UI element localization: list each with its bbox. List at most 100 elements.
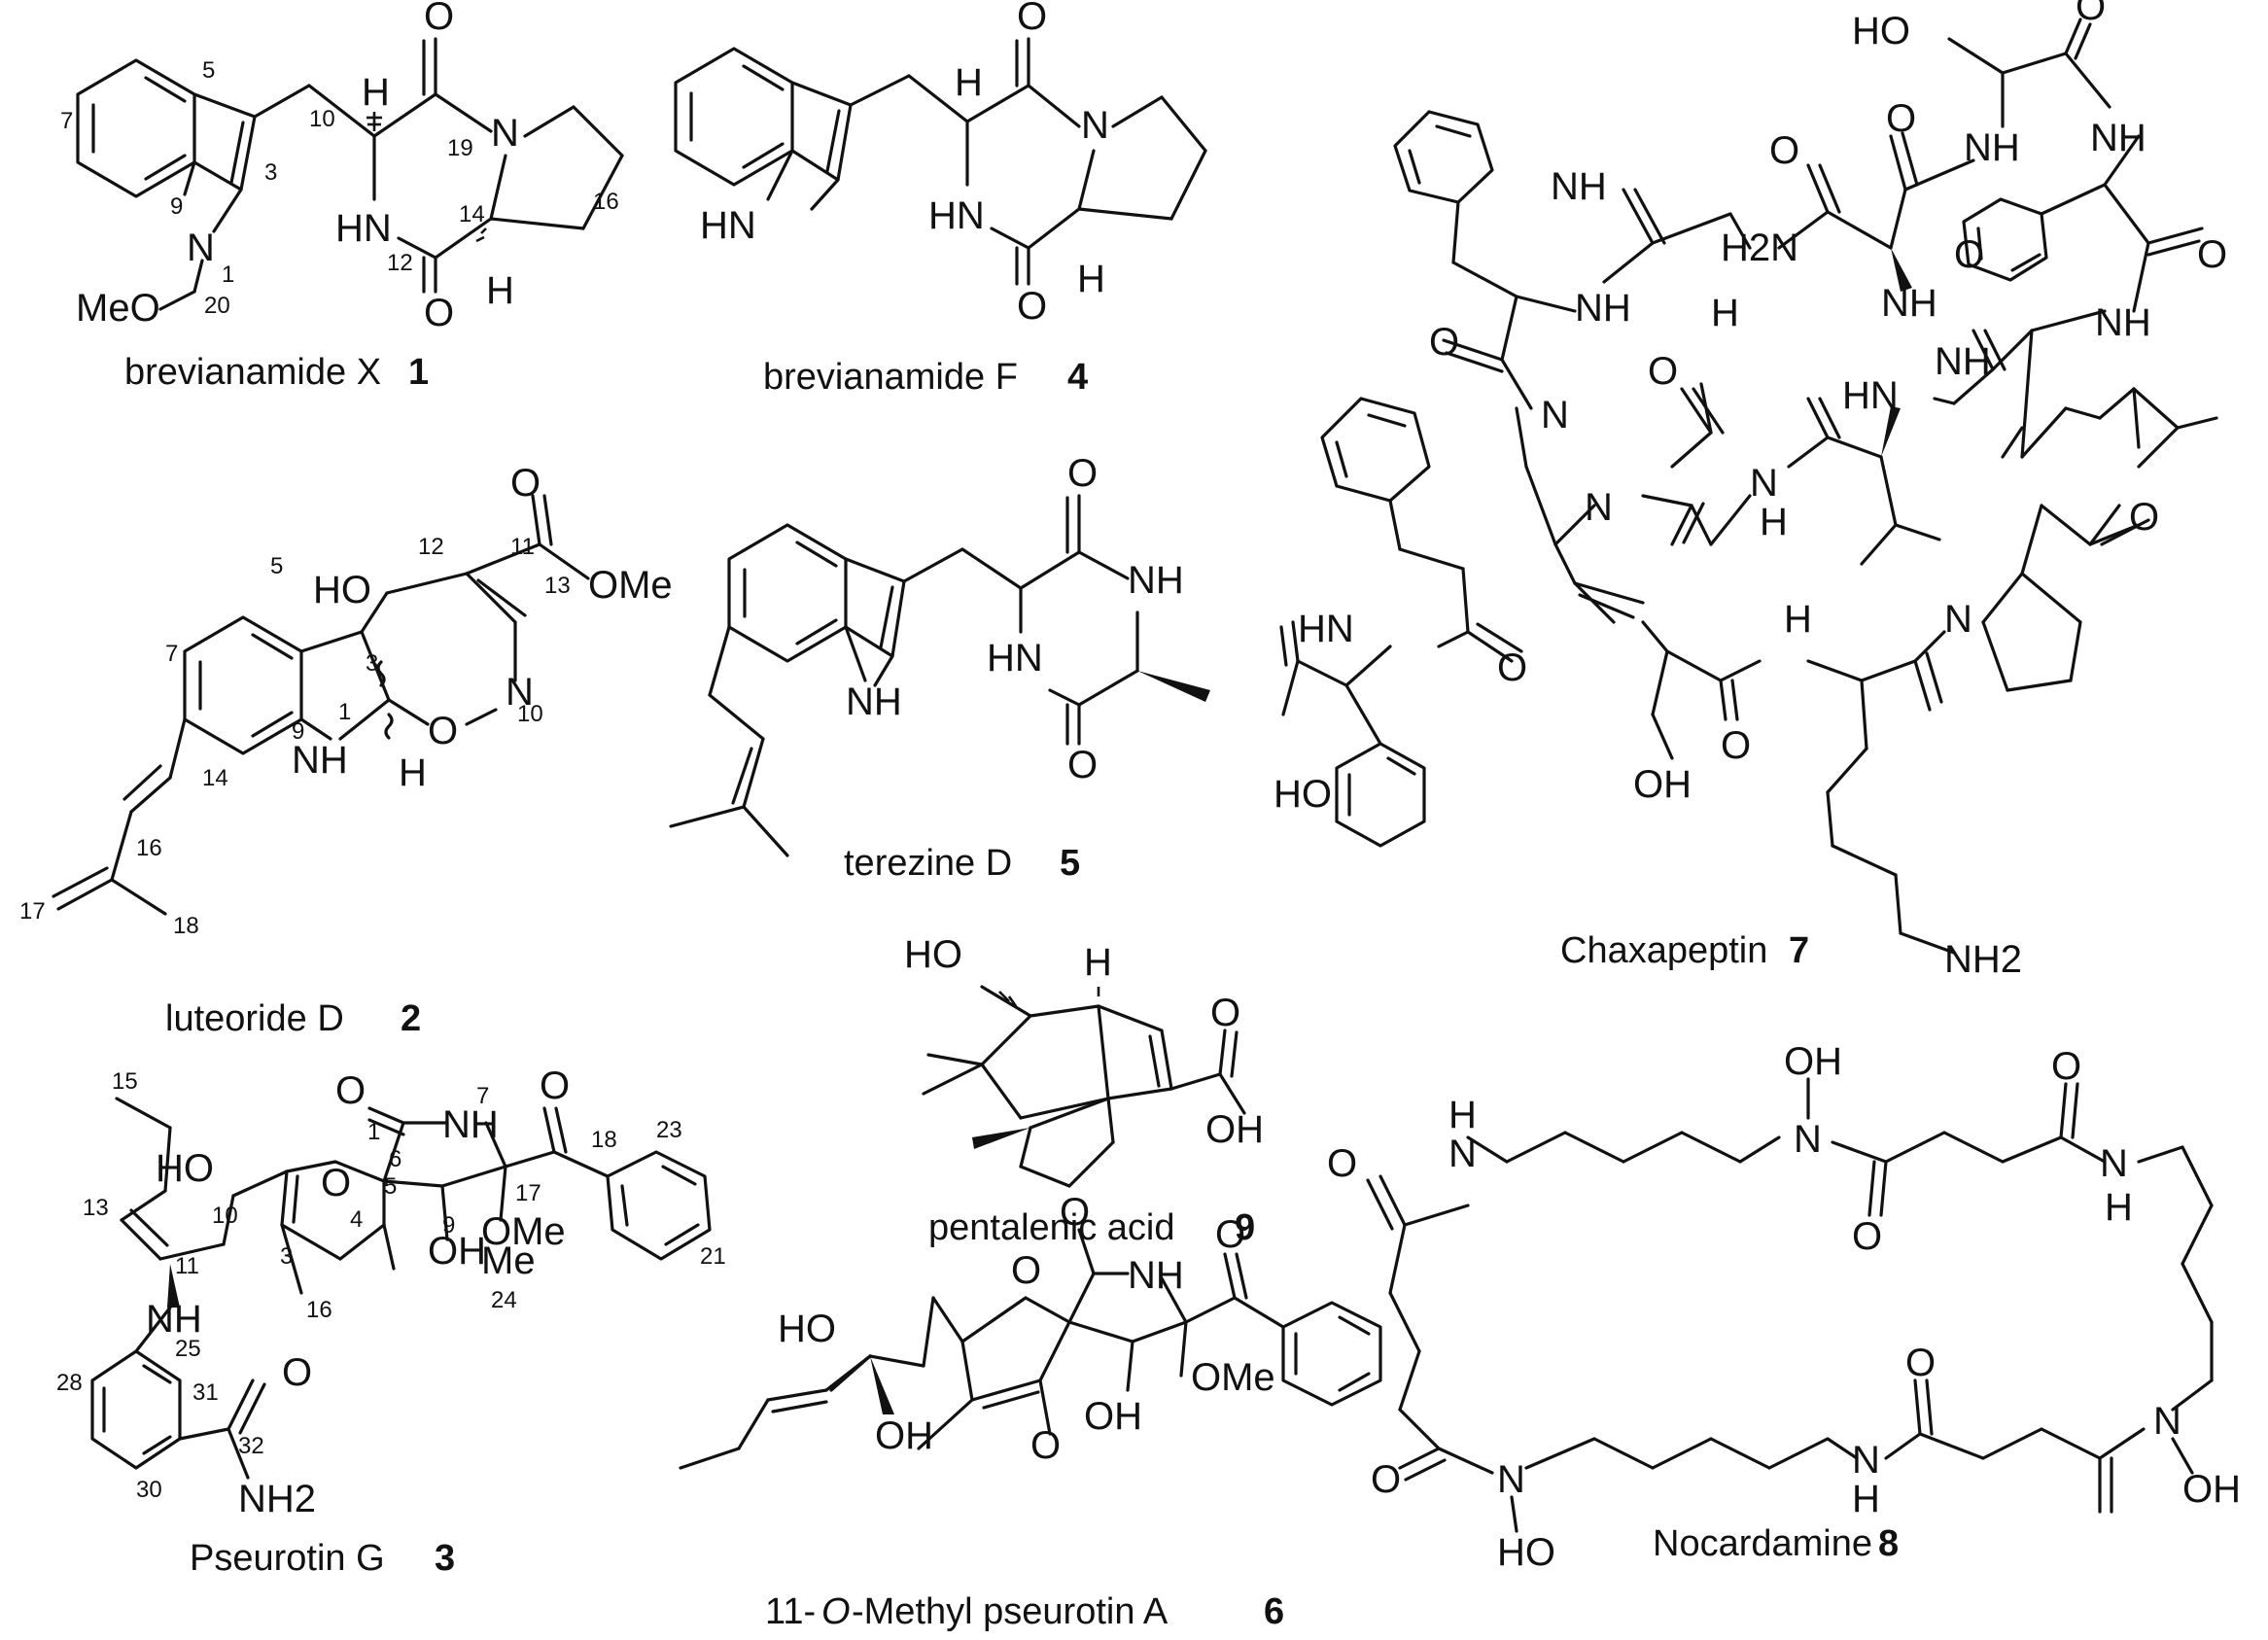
atom-label: HO <box>1497 1531 1555 1574</box>
atom-label: Me <box>481 1239 536 1282</box>
atom-label: HO <box>156 1147 214 1190</box>
locant: 5 <box>202 57 215 84</box>
locant: 10 <box>517 701 543 727</box>
atom-label: N <box>1585 486 1613 529</box>
compound-number: 8 <box>1878 1523 1899 1564</box>
locant: 14 <box>202 765 228 791</box>
atom-label: H <box>486 269 514 312</box>
locant: 12 <box>387 250 413 276</box>
compound-number: 4 <box>1067 357 1088 398</box>
atom-label: O <box>1210 992 1240 1034</box>
structure-pseurotin-g: HO O NH O O OH OMe Me NH O NH2 15 13 10 … <box>56 1064 726 1579</box>
locant: 7 <box>476 1083 489 1109</box>
atom-label: NH <box>2095 301 2151 344</box>
compound-caption-italic: O <box>821 1591 851 1632</box>
atom-label: O <box>1030 1424 1061 1467</box>
locant: 18 <box>173 913 199 939</box>
atom-label: NH <box>1551 165 1607 208</box>
structure-brevianamide-x: H O N O HN N MeO H 5 7 10 3 9 1 20 19 16… <box>60 0 624 393</box>
atom-label: H <box>1077 258 1105 300</box>
locant: 23 <box>656 1117 682 1143</box>
atom-label: O <box>1011 1249 1041 1292</box>
atom-label: NH <box>442 1103 499 1146</box>
locant: 7 <box>60 108 73 134</box>
locant: 11 <box>175 1253 199 1279</box>
atom-label: O <box>1769 129 1799 172</box>
atom-label: HN <box>1842 374 1899 417</box>
atom-label: NH <box>1128 559 1184 602</box>
atom-label: NH <box>846 680 902 723</box>
compound-caption-name: pentalenic acid <box>928 1207 1175 1248</box>
atom-label: HN <box>928 194 985 237</box>
structure-terezine-d: O NH HN O NH terezine D 5 <box>669 452 1210 884</box>
atom-label: N <box>491 112 519 155</box>
atom-label: N <box>1750 462 1778 505</box>
atom-label: H <box>1760 501 1788 543</box>
locant: 10 <box>212 1203 238 1229</box>
atom-label: O <box>1060 1191 1090 1234</box>
locant: 16 <box>306 1297 332 1323</box>
structure-chaxapeptin: HO O NH NH O O NH H2N NH O NH HN O NH H … <box>1274 0 2227 981</box>
compound-caption-name: brevianamide X <box>124 352 381 393</box>
atom-label: OMe <box>588 564 673 607</box>
locant: 31 <box>192 1379 219 1406</box>
atom-label: O <box>1327 1142 1357 1185</box>
atom-label: OH <box>875 1414 933 1457</box>
locant: 3 <box>264 159 277 186</box>
atom-label: HN <box>335 207 392 250</box>
atom-label: NH <box>1128 1254 1184 1297</box>
compound-caption-name: brevianamide F <box>763 357 1018 398</box>
atom-label: NH2 <box>238 1478 316 1520</box>
locant: 17 <box>19 898 46 925</box>
atom-label: OMe <box>1191 1356 1275 1399</box>
atom-label: O <box>1954 233 1984 276</box>
atom-label: NH <box>292 739 348 782</box>
locant: 13 <box>544 573 571 599</box>
atom-label: O <box>1017 0 1047 38</box>
locant: 14 <box>459 201 485 227</box>
atom-label: O <box>510 462 541 505</box>
atom-label: O <box>1371 1458 1401 1501</box>
locant: 3 <box>280 1243 293 1270</box>
locant: 17 <box>515 1180 541 1206</box>
atom-label: O <box>428 710 458 752</box>
locant: 1 <box>338 699 351 725</box>
locant: 6 <box>389 1146 401 1172</box>
compound-caption-name: Chaxapeptin <box>1560 930 1767 971</box>
locant: 9 <box>170 193 183 220</box>
structure-brevianamide-f: H O N HN HN O H brevianamide F 4 <box>674 0 1207 398</box>
atom-label: O <box>424 0 454 38</box>
atom-label: O <box>1429 321 1459 364</box>
atom-label: O <box>282 1351 312 1394</box>
atom-label: HO <box>313 569 371 611</box>
atom-label: N <box>1944 598 1972 641</box>
compound-number: 3 <box>435 1538 455 1579</box>
atom-label: H <box>399 751 427 794</box>
locant: 24 <box>491 1287 517 1313</box>
atom-label: HO <box>904 933 962 976</box>
atom-label: O <box>1905 1342 1936 1384</box>
compound-caption-name: terezine D <box>844 843 1012 884</box>
compound-caption-name: -Methyl pseurotin A <box>852 1591 1169 1632</box>
atom-label: OH <box>428 1230 486 1273</box>
atom-label: NH <box>1964 126 2020 169</box>
structure-pentalenic-acid: HO H O OH pentalenic acid 9 <box>904 933 1264 1248</box>
locant: 15 <box>112 1068 138 1095</box>
atom-label: HO <box>1852 10 1910 52</box>
atom-label: O <box>2197 233 2227 276</box>
compound-caption-name: 11- <box>765 1591 816 1632</box>
atom-label: HO <box>1274 773 1332 816</box>
compound-number: 5 <box>1060 843 1080 884</box>
locant: 16 <box>593 189 619 215</box>
atom-label: N <box>187 227 215 269</box>
atom-label: O <box>321 1162 351 1204</box>
atom-label: HN <box>700 204 756 247</box>
atom-label: H <box>2105 1186 2133 1229</box>
atom-label: O <box>335 1069 366 1112</box>
compound-number: 6 <box>1264 1591 1284 1632</box>
compound-number: 1 <box>408 352 429 393</box>
atom-label: OH <box>1633 763 1692 806</box>
locant: 3 <box>366 650 378 677</box>
atom-label: O <box>1648 350 1678 393</box>
